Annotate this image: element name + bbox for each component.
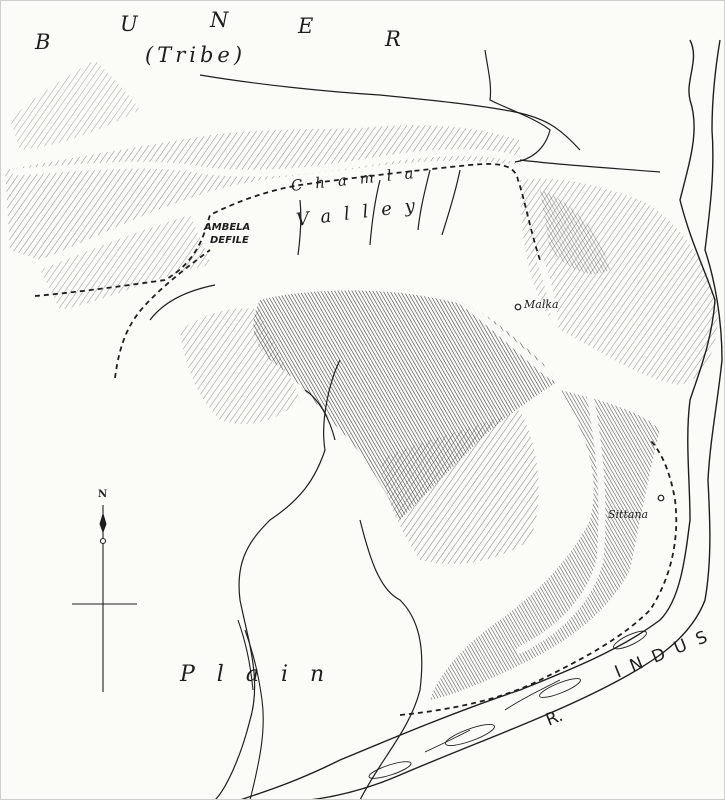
eastern-hills [520,178,718,385]
ambela-defile-label: AMBELA DEFILE [204,221,250,247]
indus-river [239,39,723,800]
streams [149,49,661,800]
plain-river [237,619,264,800]
tribe-label: (Tribe) [145,43,247,67]
village-label-malka: Malka [524,298,559,311]
region-letter-b: B [35,30,51,54]
region-letter-r: R [385,27,401,51]
valley-channels [11,149,664,654]
northern-ridge [5,60,520,310]
village-label-sittana: Sittana [608,508,649,521]
north-letter: N [98,489,108,500]
region-letter-n: N [210,8,229,32]
region-letter-e: E [298,14,314,38]
defile-line-2: DEFILE [210,235,249,246]
village-marker-icon [657,494,665,502]
plain-label: Plain [180,662,347,687]
region-letter-u: U [120,12,138,36]
defile-line-1: AMBELA [204,222,251,233]
village-marker-icon [514,303,522,311]
village-markers [514,303,665,502]
north-arrow-icon [72,505,137,692]
central-mountains [180,290,560,564]
dashed-boundaries [34,163,678,716]
